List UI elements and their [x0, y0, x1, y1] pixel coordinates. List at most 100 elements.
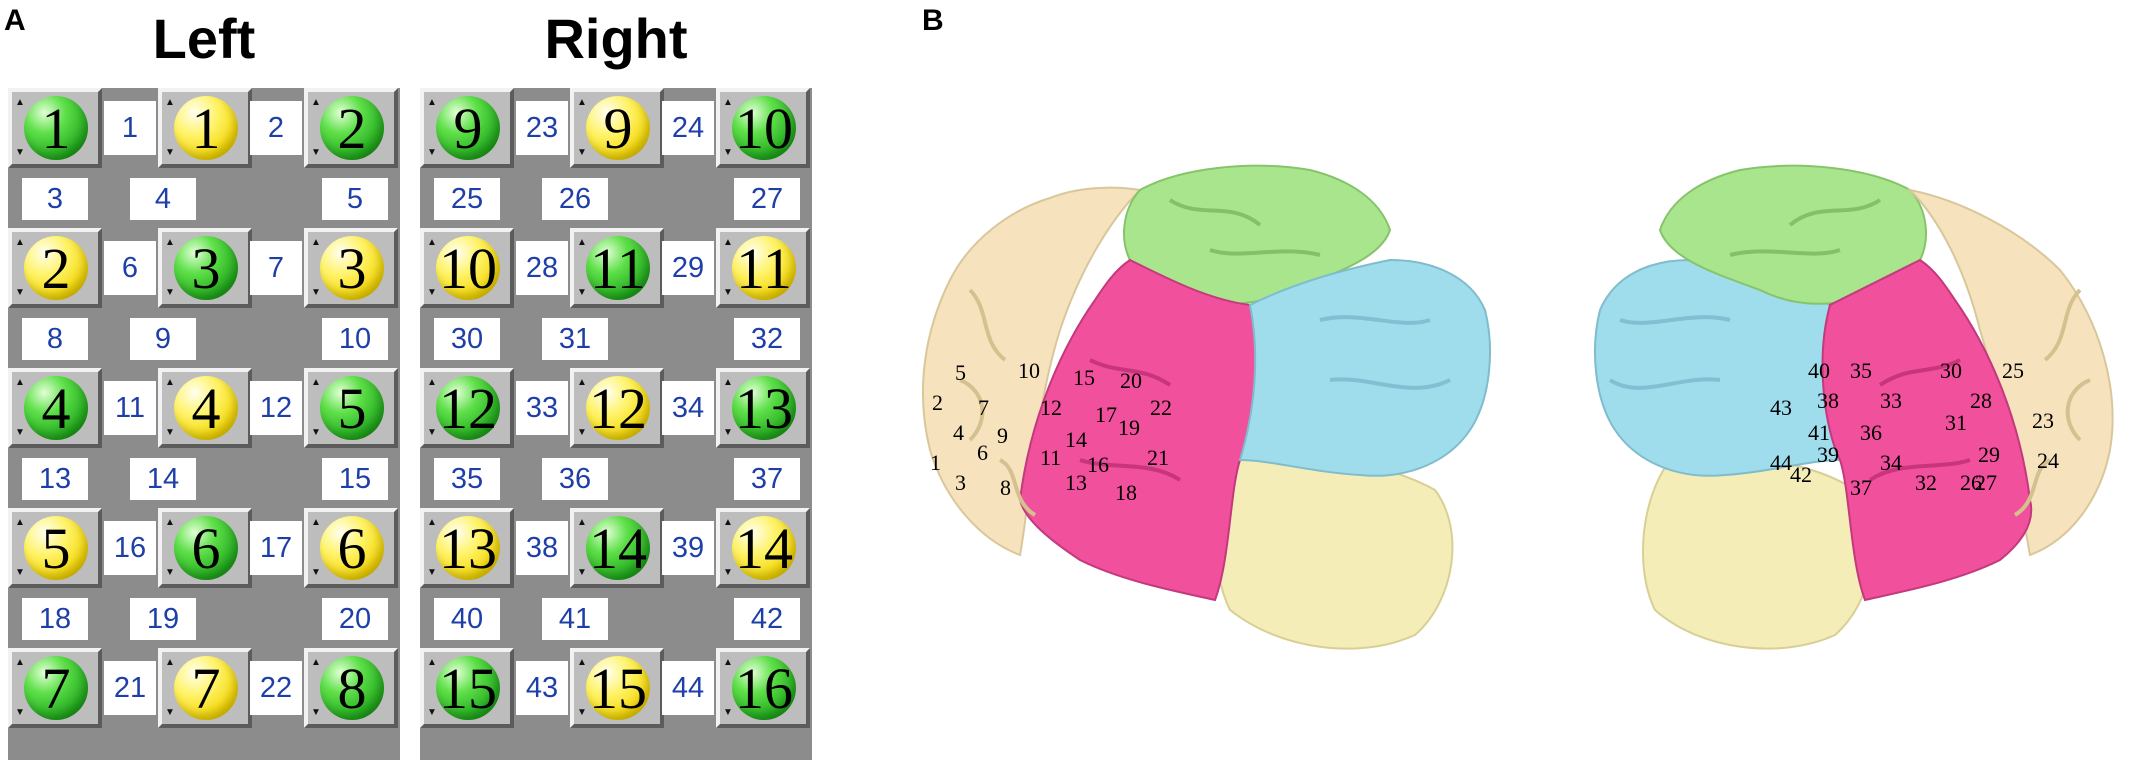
spin-down-icon[interactable]: ▼ [165, 567, 175, 578]
electrode-cell[interactable]: ▲▼7 [158, 648, 252, 728]
spin-up-icon[interactable]: ▲ [311, 237, 321, 248]
spin-up-icon[interactable]: ▲ [165, 517, 175, 528]
electrode-cell[interactable]: ▲▼8 [304, 648, 398, 728]
electrode-site-label: 4 [953, 420, 964, 445]
electrode-cell[interactable]: ▲▼11 [716, 228, 810, 308]
spin-down-icon[interactable]: ▼ [311, 287, 321, 298]
electrode-cell[interactable]: ▲▼2 [304, 88, 398, 168]
spin-down-icon[interactable]: ▼ [427, 707, 437, 718]
spin-down-icon[interactable]: ▼ [723, 287, 733, 298]
spin-up-icon[interactable]: ▲ [577, 377, 587, 388]
spin-down-icon[interactable]: ▼ [165, 427, 175, 438]
spin-up-icon[interactable]: ▲ [723, 657, 733, 668]
spin-down-icon[interactable]: ▼ [577, 567, 587, 578]
spin-up-icon[interactable]: ▲ [165, 97, 175, 108]
spin-down-icon[interactable]: ▼ [311, 567, 321, 578]
spin-up-icon[interactable]: ▲ [427, 517, 437, 528]
electrode-cell[interactable]: ▲▼3 [158, 228, 252, 308]
spin-up-icon[interactable]: ▲ [427, 657, 437, 668]
electrode-cell[interactable]: ▲▼2 [8, 228, 102, 308]
electrode-cell[interactable]: ▲▼12 [420, 368, 514, 448]
electrode-cell[interactable]: ▲▼6 [158, 508, 252, 588]
spin-up-icon[interactable]: ▲ [15, 237, 25, 248]
spin-up-icon[interactable]: ▲ [15, 377, 25, 388]
spin-down-icon[interactable]: ▼ [577, 427, 587, 438]
channel-number: 29 [662, 241, 714, 295]
spin-down-icon[interactable]: ▼ [165, 147, 175, 158]
spin-up-icon[interactable]: ▲ [165, 237, 175, 248]
spin-down-icon[interactable]: ▼ [577, 707, 587, 718]
spin-up-icon[interactable]: ▲ [427, 97, 437, 108]
electrode-cell[interactable]: ▲▼9 [420, 88, 514, 168]
spin-up-icon[interactable]: ▲ [15, 657, 25, 668]
electrode-cell[interactable]: ▲▼1 [158, 88, 252, 168]
electrode-cell[interactable]: ▲▼12 [570, 368, 664, 448]
electrode-cell[interactable]: ▲▼13 [716, 368, 810, 448]
spin-down-icon[interactable]: ▼ [723, 567, 733, 578]
spin-down-icon[interactable]: ▼ [15, 287, 25, 298]
electrode-ball: 3 [320, 236, 384, 301]
spin-up-icon[interactable]: ▲ [311, 97, 321, 108]
electrode-cell[interactable]: ▲▼4 [158, 368, 252, 448]
spin-up-icon[interactable]: ▲ [15, 97, 25, 108]
spin-down-icon[interactable]: ▼ [723, 147, 733, 158]
electrode-cell[interactable]: ▲▼5 [8, 508, 102, 588]
electrode-site-label: 3 [955, 470, 966, 495]
electrode-site-label: 18 [1115, 480, 1137, 505]
spin-up-icon[interactable]: ▲ [723, 237, 733, 248]
electrode-cell[interactable]: ▲▼11 [570, 228, 664, 308]
spin-down-icon[interactable]: ▼ [427, 427, 437, 438]
spin-down-icon[interactable]: ▼ [15, 567, 25, 578]
electrode-cell[interactable]: ▲▼10 [716, 88, 810, 168]
spin-down-icon[interactable]: ▼ [577, 147, 587, 158]
electrode-cell[interactable]: ▲▼14 [570, 508, 664, 588]
electrode-cell[interactable]: ▲▼15 [570, 648, 664, 728]
spin-down-icon[interactable]: ▼ [427, 147, 437, 158]
electrode-cell[interactable]: ▲▼16 [716, 648, 810, 728]
spin-up-icon[interactable]: ▲ [427, 237, 437, 248]
spin-up-icon[interactable]: ▲ [577, 517, 587, 528]
electrode-site-label: 40 [1808, 358, 1830, 383]
electrode-cell[interactable]: ▲▼13 [420, 508, 514, 588]
spin-down-icon[interactable]: ▼ [311, 147, 321, 158]
electrode-cell[interactable]: ▲▼7 [8, 648, 102, 728]
electrode-site-label: 36 [1860, 420, 1882, 445]
spin-up-icon[interactable]: ▲ [311, 517, 321, 528]
spin-up-icon[interactable]: ▲ [577, 97, 587, 108]
spin-up-icon[interactable]: ▲ [723, 377, 733, 388]
spin-down-icon[interactable]: ▼ [165, 707, 175, 718]
spin-down-icon[interactable]: ▼ [15, 707, 25, 718]
spin-down-icon[interactable]: ▼ [15, 427, 25, 438]
spin-up-icon[interactable]: ▲ [577, 657, 587, 668]
right-grid-title: Right [544, 7, 688, 70]
electrode-cell[interactable]: ▲▼9 [570, 88, 664, 168]
spin-down-icon[interactable]: ▼ [311, 707, 321, 718]
spin-down-icon[interactable]: ▼ [15, 147, 25, 158]
spin-down-icon[interactable]: ▼ [723, 707, 733, 718]
channel-number: 25 [434, 178, 500, 220]
spin-up-icon[interactable]: ▲ [311, 377, 321, 388]
spin-up-icon[interactable]: ▲ [427, 377, 437, 388]
spin-down-icon[interactable]: ▼ [165, 287, 175, 298]
electrode-cell[interactable]: ▲▼14 [716, 508, 810, 588]
spin-down-icon[interactable]: ▼ [723, 427, 733, 438]
electrode-cell[interactable]: ▲▼1 [8, 88, 102, 168]
spin-down-icon[interactable]: ▼ [427, 287, 437, 298]
electrode-cell[interactable]: ▲▼6 [304, 508, 398, 588]
electrode-cell[interactable]: ▲ ▼3 [304, 228, 398, 308]
spin-up-icon[interactable]: ▲ [577, 237, 587, 248]
spin-up-icon[interactable]: ▲ [311, 657, 321, 668]
electrode-cell[interactable]: ▲▼4 [8, 368, 102, 448]
spin-down-icon[interactable]: ▼ [311, 427, 321, 438]
spin-up-icon[interactable]: ▲ [723, 97, 733, 108]
electrode-cell[interactable]: ▲▼15 [420, 648, 514, 728]
spin-down-icon[interactable]: ▼ [577, 287, 587, 298]
electrode-cell[interactable]: ▲▼5 [304, 368, 398, 448]
spin-up-icon[interactable]: ▲ [723, 517, 733, 528]
electrode-cell[interactable]: ▲▼10 [420, 228, 514, 308]
spin-up-icon[interactable]: ▲ [165, 377, 175, 388]
spin-up-icon[interactable]: ▲ [165, 657, 175, 668]
spin-up-icon[interactable]: ▲ [15, 517, 25, 528]
spin-down-icon[interactable]: ▼ [427, 567, 437, 578]
